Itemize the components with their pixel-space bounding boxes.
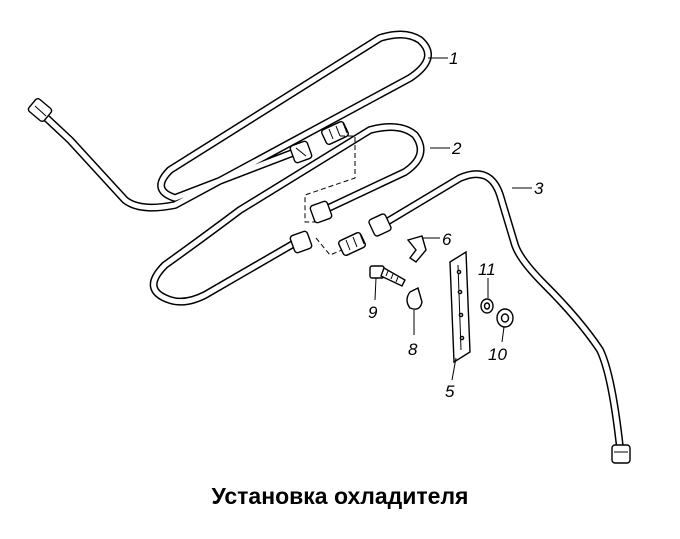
bolt-9 <box>369 265 406 287</box>
callout-10: 10 <box>488 345 507 364</box>
tube-3 <box>376 170 624 452</box>
tube-1-nut <box>289 140 313 164</box>
tube-2 <box>149 122 425 306</box>
callout-3: 3 <box>534 179 544 198</box>
union-adapter-lower <box>338 231 366 257</box>
washer-11 <box>480 298 494 314</box>
callout-2: 2 <box>451 139 462 158</box>
clip-8 <box>406 286 423 310</box>
drawing-caption: Установка охладителя <box>211 483 469 509</box>
nut-10 <box>496 308 514 328</box>
tube-3-start-nut <box>368 213 392 237</box>
callout-11: 11 <box>478 260 496 279</box>
clip-6 <box>406 235 427 263</box>
callout-8: 8 <box>408 340 418 359</box>
leader-5 <box>451 357 457 381</box>
tube-1-end-nut <box>27 97 53 123</box>
bracket-5 <box>449 250 471 364</box>
leader-9 <box>374 277 377 301</box>
callout-6: 6 <box>442 230 452 249</box>
tube-2-nut-lower <box>289 230 313 254</box>
union-adapter-upper <box>321 120 349 146</box>
leader-10 <box>501 326 505 343</box>
callout-9: 9 <box>368 303 378 322</box>
alignment-dashes-upper <box>304 135 356 223</box>
tube-1 <box>36 30 432 212</box>
alignment-dashes-lower <box>315 237 343 256</box>
callout-5: 5 <box>445 382 455 401</box>
cooler-assembly-drawing: 1 2 3 5 6 8 9 10 11 <box>27 30 631 464</box>
callout-1: 1 <box>449 49 458 68</box>
tube-2-nut-upper <box>309 200 333 224</box>
tube-3-end-nut <box>611 444 631 464</box>
